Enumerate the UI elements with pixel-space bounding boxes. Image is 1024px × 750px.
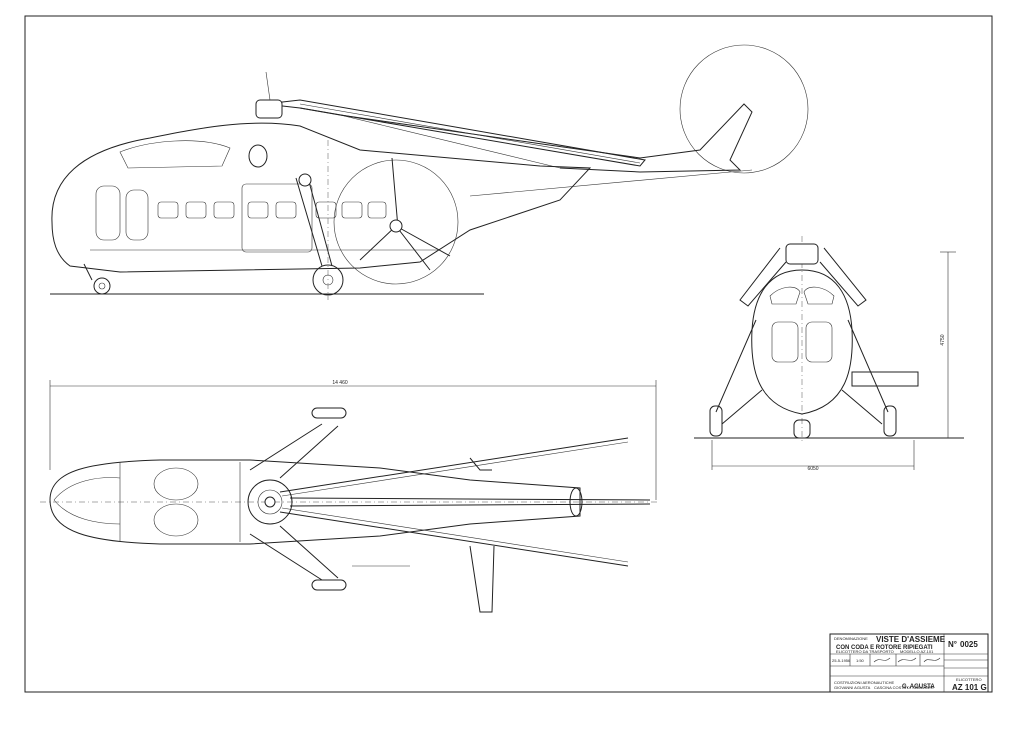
- signature: [873, 657, 941, 663]
- sheet-border: [24, 15, 993, 693]
- fuselage-front: [751, 269, 853, 415]
- aircraft-type: ELICOTTERO DA TRASPORTO: [836, 649, 894, 654]
- front-view: 6050 4750: [694, 236, 964, 472]
- height-dimension: 4750: [940, 334, 946, 345]
- aircraft-model: MODELLO AZ.101: [900, 649, 934, 654]
- company-owner: GIOVANNI AGUSTA: [834, 685, 871, 690]
- company-name: COSTRUZIONI AERONAUTICHE: [834, 680, 895, 685]
- length-dimension: 14 460: [332, 380, 348, 386]
- drawing-number: 0025: [960, 640, 978, 649]
- title-block: DENOMINAZIONE VISTE D'ASSIEME CON CODA E…: [829, 633, 989, 693]
- number-label: N°: [948, 640, 957, 649]
- rotor-head-top: [247, 479, 293, 525]
- fuselage-top: [49, 459, 581, 545]
- model-label: ELICOTTERO: [956, 677, 982, 682]
- width-dimension: 6050: [807, 466, 818, 472]
- drawing-scale: 1:50: [856, 658, 865, 663]
- drawing-date: 25-5-1956: [832, 658, 851, 663]
- fuselage-side: [51, 122, 592, 273]
- model-code: AZ 101 G: [952, 683, 987, 692]
- denominazione-label: DENOMINAZIONE: [834, 636, 868, 641]
- tail-rotor-disc: [679, 44, 809, 174]
- top-view: 14 460: [40, 380, 660, 613]
- drawing-subtitle: CON CODA E ROTORE RIPIEGATI: [836, 645, 933, 651]
- company-brand: G. AGUSTA: [902, 684, 935, 690]
- company-location: CASCINA COSTA DI SAMARATE: [874, 685, 934, 690]
- main-wheel: [312, 264, 344, 296]
- side-view: [50, 44, 809, 300]
- drawing-title: VISTE D'ASSIEME: [876, 635, 946, 644]
